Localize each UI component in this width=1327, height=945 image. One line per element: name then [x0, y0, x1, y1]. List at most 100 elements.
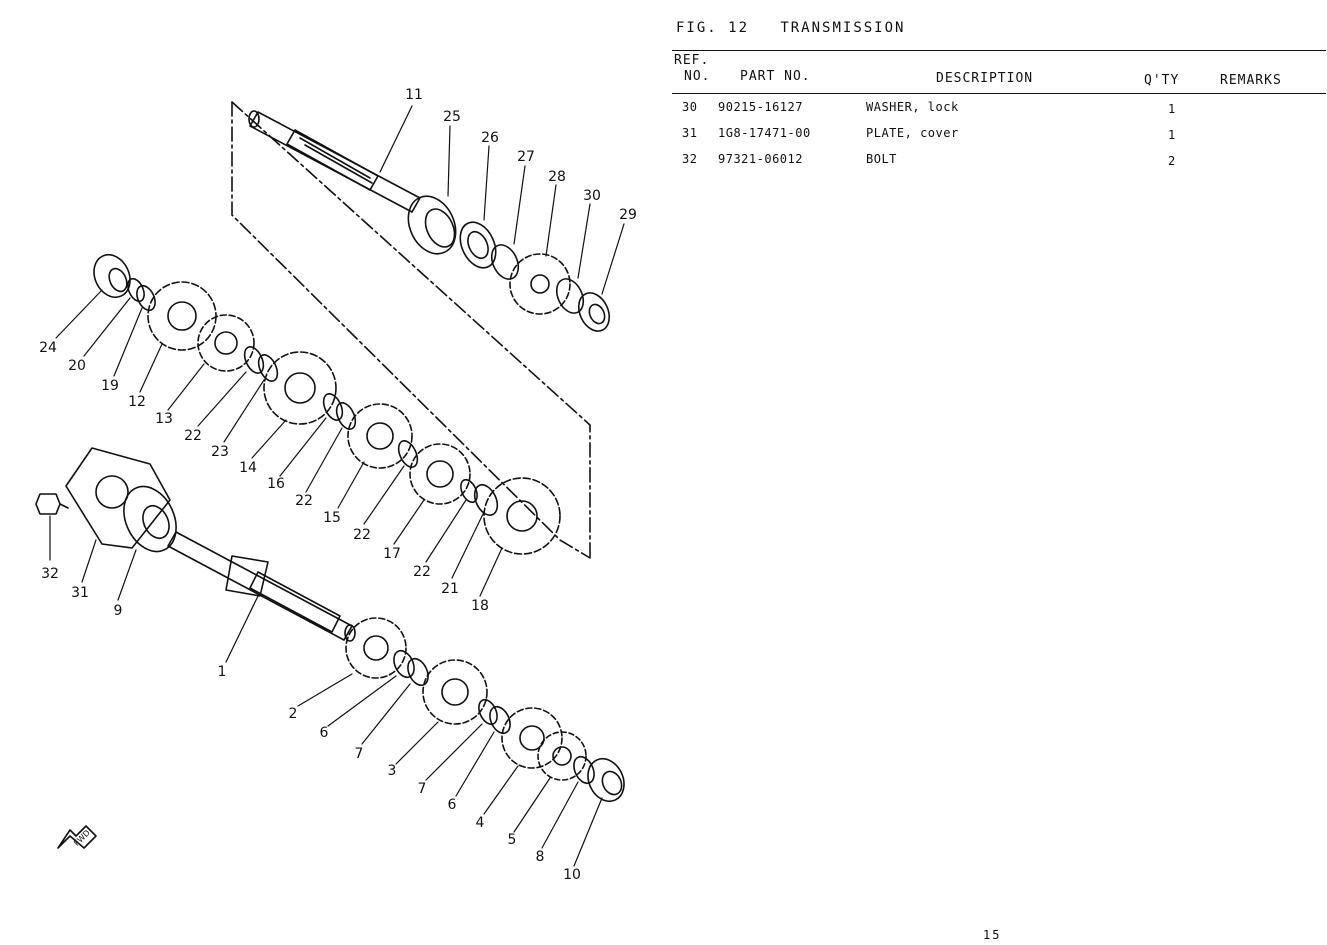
callout: 31	[71, 585, 89, 601]
callout: 1	[218, 664, 227, 680]
washer-6-a	[393, 649, 415, 679]
fwd-label: FWD	[72, 828, 92, 848]
circlip-22-d	[460, 478, 478, 504]
cell-qty: 1	[1168, 128, 1176, 142]
forward-arrow-icon	[57, 825, 97, 849]
callout: 32	[41, 566, 59, 582]
callout: 15	[323, 510, 341, 526]
figure-title: FIG. 12 TRANSMISSION	[676, 20, 905, 36]
gear-13	[197, 314, 255, 372]
callout: 23	[211, 444, 229, 460]
callout: 14	[239, 460, 257, 476]
cell-part-no: 97321-06012	[718, 152, 803, 166]
cell-ref: 30	[682, 100, 698, 114]
table-row: 32 97321-06012 BOLT 2	[672, 146, 1326, 172]
callout: 26	[481, 130, 499, 146]
gear-14	[263, 351, 337, 425]
callout: 24	[39, 340, 57, 356]
washer-8	[573, 755, 595, 785]
table-top-rule	[672, 50, 1326, 51]
leader-lines	[49, 105, 625, 867]
parts-table: REF. NO. PART NO. DESCRIPTION Q'TY REMAR…	[672, 50, 1326, 172]
bearing-10	[587, 758, 625, 802]
bolt-32	[35, 493, 69, 515]
cell-ref: 31	[682, 126, 698, 140]
cell-description: WASHER, lock	[866, 100, 959, 114]
circlip-7-b	[478, 698, 498, 726]
callout: 17	[383, 546, 401, 562]
circlip-22-a	[243, 346, 265, 374]
callout: 9	[114, 603, 123, 619]
gear-5	[537, 731, 587, 781]
spacer-27	[490, 244, 520, 280]
gear-2	[345, 617, 407, 679]
plate-cover-31	[65, 447, 171, 549]
page-number: 15	[983, 928, 1002, 942]
table-row: 30 90215-16127 WASHER, lock 1	[672, 94, 1326, 120]
cell-part-no: 1G8-17471-00	[718, 126, 811, 140]
callout-labels: 11 25 26 27 28 30 29 24 20 19 1 2 13 22 2…	[39, 87, 637, 883]
circlip-19	[136, 284, 156, 312]
figure-label: FIG. 12	[676, 20, 750, 36]
cell-qty: 2	[1168, 154, 1176, 168]
callout: 25	[443, 109, 461, 125]
callout: 8	[536, 849, 545, 865]
washer-21	[473, 484, 499, 516]
cell-part-no: 90215-16127	[718, 100, 803, 114]
header-qty: Q'TY	[1144, 73, 1180, 88]
callout: 16	[267, 476, 285, 492]
circlip-22-c	[397, 440, 419, 468]
cell-ref: 32	[682, 152, 698, 166]
table-header-rule	[672, 93, 1326, 94]
callout: 30	[583, 188, 601, 204]
callout: 10	[563, 867, 581, 883]
header-remarks: REMARKS	[1220, 73, 1282, 88]
cell-description: BOLT	[866, 152, 897, 166]
callout: 22	[413, 564, 431, 580]
washer-23	[257, 354, 279, 382]
cell-description: PLATE, cover	[866, 126, 959, 140]
washer-6-b	[489, 705, 511, 735]
washer-20	[127, 277, 145, 303]
callout: 29	[619, 207, 637, 223]
callout: 22	[184, 428, 202, 444]
callout: 2	[289, 706, 298, 722]
callout: 6	[448, 797, 457, 813]
table-row: 31 1G8-17471-00 PLATE, cover 1	[672, 120, 1326, 146]
table-header: REF. NO. PART NO. DESCRIPTION Q'TY REMAR…	[672, 51, 1326, 93]
assembly-outline	[231, 101, 591, 559]
main-axle-shaft	[248, 110, 421, 213]
callout: 21	[441, 581, 459, 597]
circlip-22-b	[335, 402, 357, 430]
gear-18	[483, 477, 561, 555]
gear-3	[422, 659, 488, 725]
callout: 20	[68, 358, 86, 374]
callout: 11	[405, 87, 423, 103]
callout: 7	[355, 746, 364, 762]
bearing-24	[93, 254, 131, 298]
gear-4	[501, 707, 563, 769]
header-ref: REF.	[674, 53, 710, 68]
gear-17	[409, 443, 471, 505]
cell-qty: 1	[1168, 102, 1176, 116]
bearing-25	[407, 195, 457, 255]
callout: 27	[517, 149, 535, 165]
drive-axle-shaft	[167, 531, 356, 642]
sprocket-28	[509, 253, 571, 315]
callout: 13	[155, 411, 173, 427]
header-part-no: PART NO.	[740, 69, 811, 84]
gear-12	[147, 281, 217, 351]
oil-seal-26	[459, 221, 497, 269]
callout: 6	[320, 725, 329, 741]
header-no: NO.	[684, 69, 711, 84]
header-description: DESCRIPTION	[936, 71, 1034, 86]
washer-16	[322, 393, 344, 421]
gear-15	[347, 403, 413, 469]
circlip-7-a	[407, 657, 429, 687]
nut-29	[577, 292, 611, 332]
bearing-9	[123, 485, 177, 553]
callout: 18	[471, 598, 489, 614]
callout: 28	[548, 169, 566, 185]
callout: 19	[101, 378, 119, 394]
callout: 22	[295, 493, 313, 509]
